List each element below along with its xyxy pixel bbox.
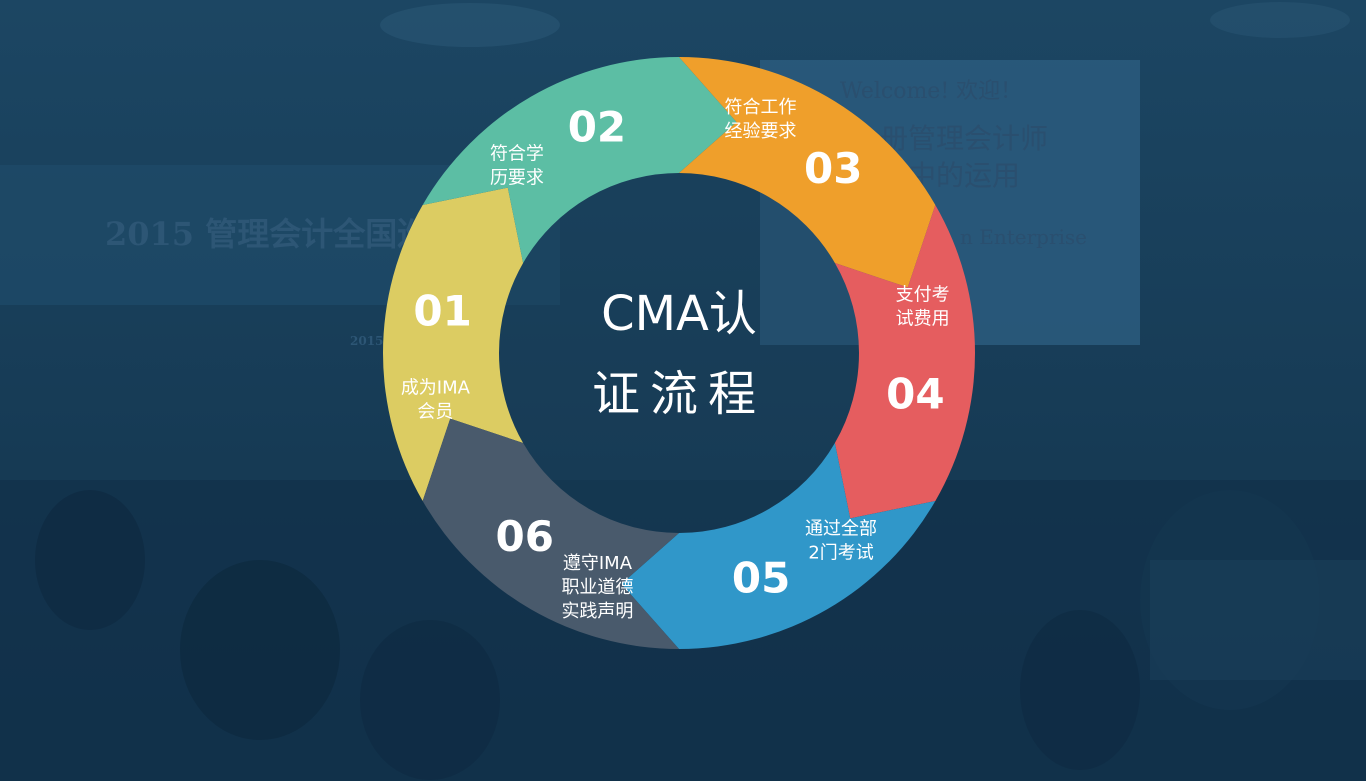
center-title-line-1: CMA认 — [601, 286, 757, 342]
step-02-label: 符合学历要求 — [490, 143, 544, 188]
banner-text: 2015 管理会计全国巡 — [105, 215, 429, 253]
step-04-segment — [834, 205, 975, 519]
step-05-segment — [621, 443, 936, 649]
step-02-number: 02 — [568, 102, 626, 151]
step-03-number: 03 — [804, 144, 862, 193]
screen-welcome: Welcome! 欢迎！ — [840, 79, 1022, 104]
step-04-number: 04 — [886, 370, 944, 419]
step-03-label: 符合工作经验要求 — [725, 97, 797, 142]
step-01-segment — [383, 187, 524, 501]
screen-line-3: n Enterprise — [960, 225, 1087, 249]
step-06-segment — [422, 418, 679, 649]
side-text: 2015 — [350, 334, 383, 348]
step-06-number: 06 — [496, 512, 554, 561]
step-04-label: 支付考试费用 — [896, 285, 950, 330]
step-01-number: 01 — [413, 286, 471, 335]
step-03-segment — [679, 57, 936, 288]
step-02-segment — [422, 57, 737, 263]
center-title-line-2: 证流程 — [592, 366, 766, 422]
step-05-number: 05 — [732, 554, 790, 603]
screen-line-1: 册管理会计师 — [880, 122, 1048, 155]
